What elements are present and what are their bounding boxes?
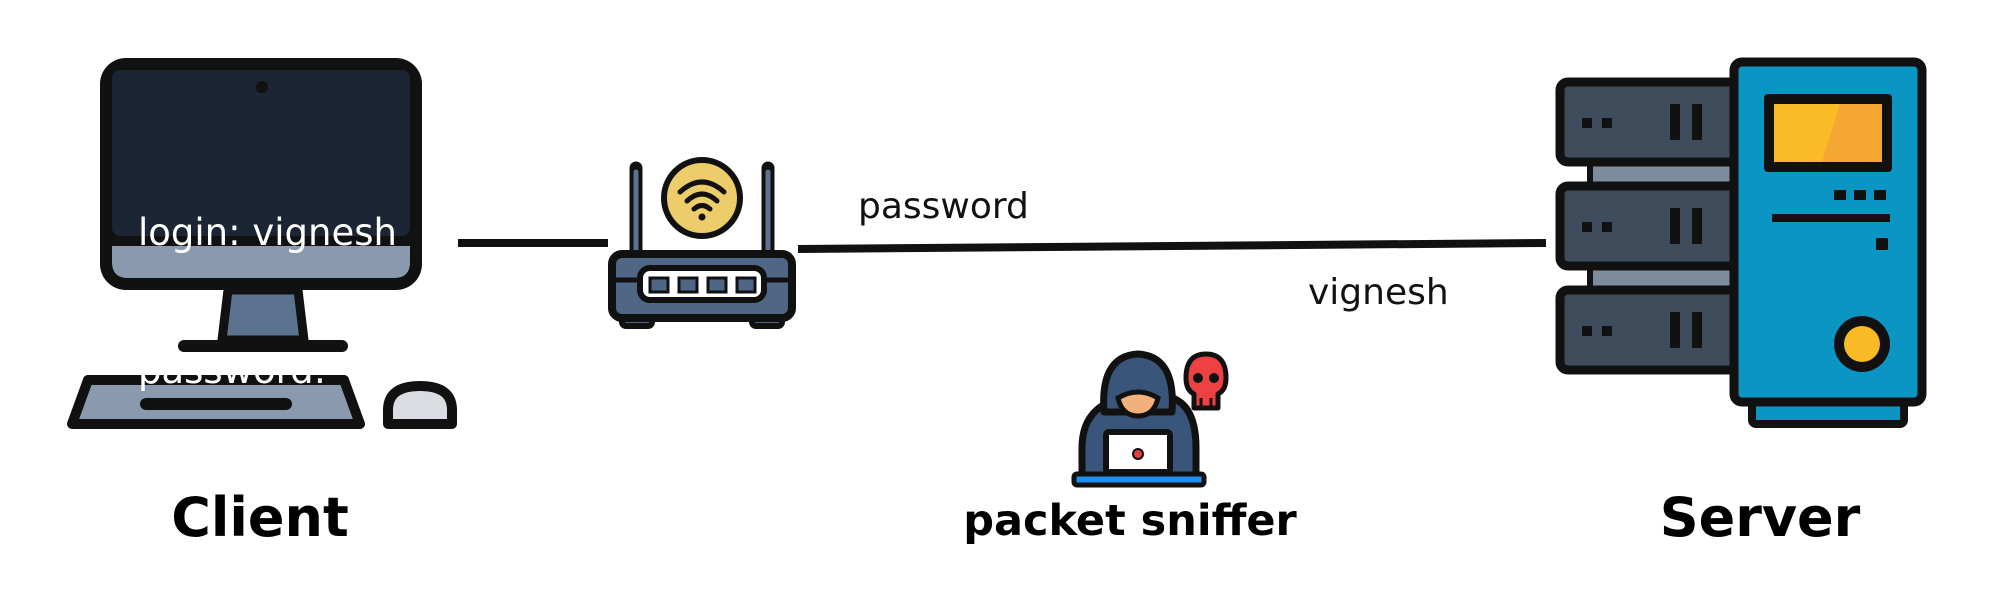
password-line: password: *** xyxy=(138,349,394,392)
router-server-link xyxy=(797,239,1547,253)
password-packet-label: password xyxy=(858,186,1029,227)
server-caption: Server xyxy=(1659,486,1861,549)
mouse-icon xyxy=(383,381,457,429)
server-tower-icon xyxy=(1729,57,1927,428)
wifi-router-icon xyxy=(608,161,796,329)
server-rack-icon xyxy=(1555,77,1745,375)
laptop-icon xyxy=(1071,429,1207,488)
keyboard-icon xyxy=(67,375,365,429)
desktop-computer-icon xyxy=(100,58,422,352)
monitor-screen-text: login: vignesh password: *** xyxy=(138,118,397,440)
wifi-icon xyxy=(661,157,743,239)
packet-sniffer-caption: packet sniffer xyxy=(963,496,1297,546)
client-caption: Client xyxy=(171,486,349,549)
skull-icon xyxy=(1183,351,1229,411)
login-line: login: vignesh xyxy=(138,211,397,254)
username-packet-label: vignesh xyxy=(1308,272,1449,313)
